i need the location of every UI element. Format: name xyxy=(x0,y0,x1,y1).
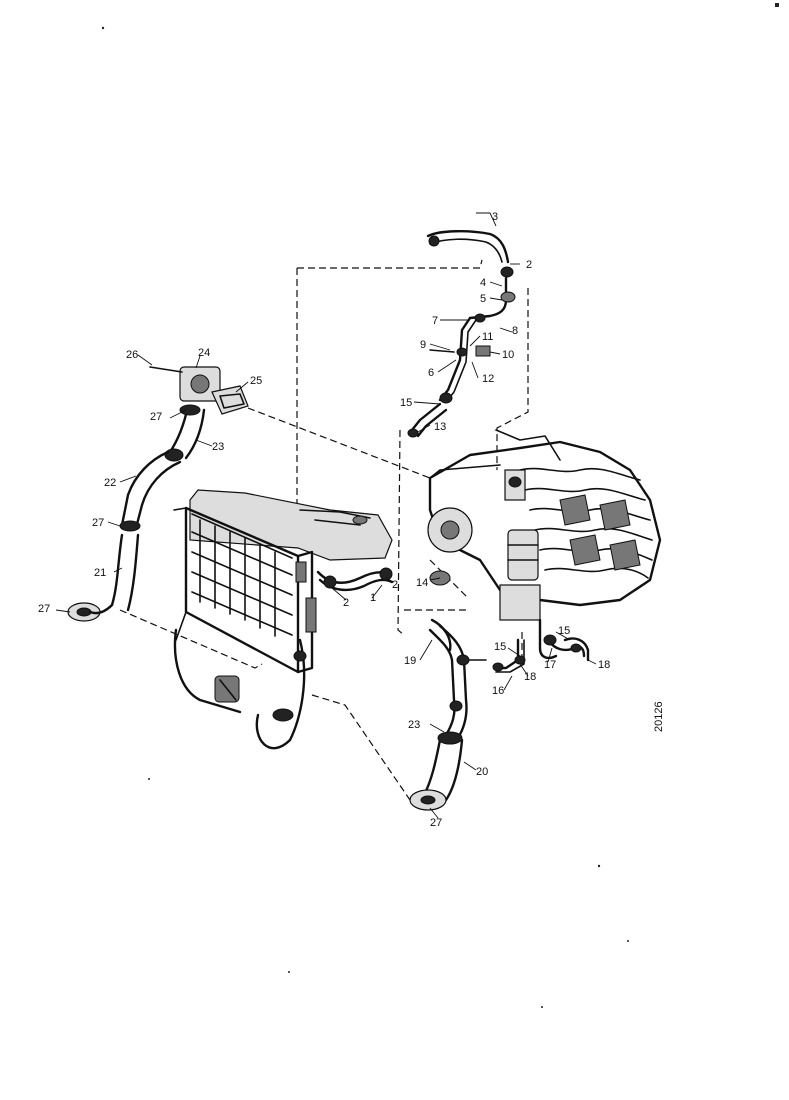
callout-1: 1 xyxy=(370,592,376,604)
heater-hose-assembly xyxy=(492,618,590,673)
callout-27: 27 xyxy=(430,817,442,829)
callout-14: 14 xyxy=(416,577,428,589)
callout-7: 7 xyxy=(432,315,438,327)
callout-6: 6 xyxy=(428,367,434,379)
callout-11: 11 xyxy=(482,331,493,343)
callout-8: 8 xyxy=(512,325,518,337)
callout-16: 16 xyxy=(492,685,504,697)
callout-22: 22 xyxy=(104,477,116,489)
callout-19: 19 xyxy=(404,655,416,667)
callout-2: 2 xyxy=(392,579,398,591)
callout-18: 18 xyxy=(524,671,536,683)
callout-10: 10 xyxy=(502,349,514,361)
callout-13: 13 xyxy=(434,421,446,433)
callout-21: 21 xyxy=(94,567,106,579)
callout-4: 4 xyxy=(480,277,486,289)
callout-20: 20 xyxy=(476,766,488,778)
callout-labels: 1 2 2 2 3 4 5 6 7 8 9 10 11 12 13 14 15 … xyxy=(38,211,610,829)
callout-15: 15 xyxy=(400,397,412,409)
dashed-connection-lines xyxy=(119,259,529,801)
callout-17: 17 xyxy=(544,659,556,671)
lower-hose-assembly xyxy=(409,570,487,811)
radiator-assembly xyxy=(173,489,393,750)
callout-15: 15 xyxy=(558,625,570,637)
callout-27: 27 xyxy=(150,411,162,423)
callout-12: 12 xyxy=(482,373,494,385)
callout-18: 18 xyxy=(598,659,610,671)
callout-2: 2 xyxy=(343,597,349,609)
bleed-pipe-assembly xyxy=(407,230,516,438)
left-hose-assembly xyxy=(67,366,249,622)
callout-23: 23 xyxy=(408,719,420,731)
callout-leader-lines xyxy=(55,212,597,819)
callout-2: 2 xyxy=(526,259,532,271)
callout-26: 26 xyxy=(126,349,138,361)
scan-specks xyxy=(101,3,779,1008)
callout-5: 5 xyxy=(480,293,486,305)
engine-block xyxy=(427,429,662,621)
callout-3: 3 xyxy=(492,211,498,223)
callout-25: 25 xyxy=(250,375,262,387)
callout-27: 27 xyxy=(38,603,50,615)
hose-1-assembly xyxy=(316,567,394,592)
callout-23: 23 xyxy=(212,441,224,453)
callout-27: 27 xyxy=(92,517,104,529)
drawing-number: 20126 xyxy=(653,701,665,732)
callout-9: 9 xyxy=(420,339,426,351)
callout-24: 24 xyxy=(198,347,210,359)
callout-15: 15 xyxy=(494,641,506,653)
